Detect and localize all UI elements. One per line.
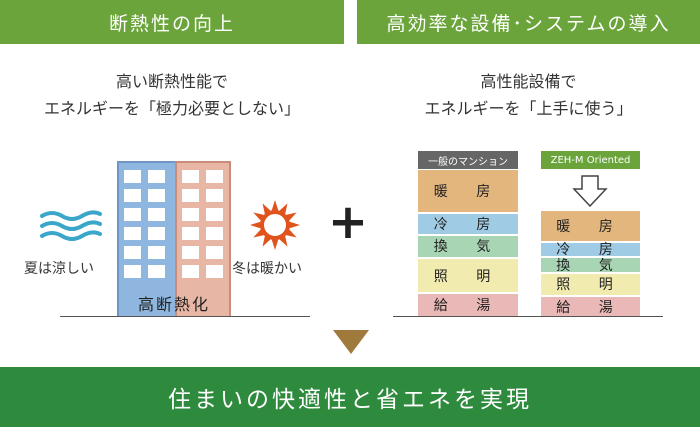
energy-bar: 換 気 [418, 235, 518, 258]
sun-ray [262, 236, 271, 247]
energy-bar: 暖 房 [541, 211, 640, 241]
right-subtitle-line1: 高性能設備で [480, 72, 577, 91]
right-subtitle: 高性能設備で エネルギーを「上手に使う」 [357, 68, 700, 122]
energy-bar: 冷 房 [418, 213, 518, 234]
result-arrow-icon [333, 330, 369, 354]
sun-icon [250, 200, 300, 250]
building-window [182, 227, 199, 240]
left-subtitle-line1: 高い断熱性能で [115, 72, 228, 91]
building-window [148, 189, 165, 202]
energy-bar: 冷 房 [541, 242, 640, 258]
left-subtitle-line2: エネルギーを「極力必要としない」 [43, 99, 300, 118]
building-label: 高断熱化 [137, 295, 210, 314]
left-subtitle: 高い断熱性能で エネルギーを「極力必要としない」 [0, 68, 344, 122]
building-window [124, 189, 141, 202]
right-section-header: 高効率な設備･システムの導入 [357, 0, 700, 44]
building-window [206, 227, 223, 240]
building-window [206, 170, 223, 183]
left-section-header: 断熱性の向上 [0, 0, 344, 44]
building-window [182, 170, 199, 183]
building-window [124, 246, 141, 259]
building-window [124, 227, 141, 240]
left-ground-line [60, 316, 310, 317]
building-window [148, 246, 165, 259]
building-window [206, 189, 223, 202]
building-window [124, 265, 141, 278]
energy-bar: 給 湯 [541, 297, 640, 316]
building-window [124, 208, 141, 221]
right-ground-line [393, 316, 663, 317]
plus-sign: + [327, 194, 369, 250]
building-window [182, 208, 199, 221]
building-window [148, 265, 165, 278]
building-window [206, 208, 223, 221]
building-window [182, 189, 199, 202]
sun-ray [250, 221, 261, 229]
left-header-text: 断熱性の向上 [108, 12, 235, 35]
zeh-tag: ZEH-M Oriented [541, 151, 640, 169]
warm-label: 冬は暖かい [232, 261, 302, 277]
sun-ray [253, 229, 264, 238]
building-window [148, 227, 165, 240]
sun-ray [286, 212, 297, 221]
building-window [148, 208, 165, 221]
bottom-banner: 住まいの快適性と省エネを実現 [0, 367, 700, 427]
building-window [182, 265, 199, 278]
energy-bar: 照 明 [418, 259, 518, 293]
energy-bar: 給 湯 [418, 294, 518, 316]
energy-bar: 照 明 [541, 273, 640, 296]
energy-bar: 換 気 [541, 258, 640, 274]
energy-bar: 暖 房 [418, 170, 518, 212]
sun-ray [262, 203, 271, 214]
cool-wind-icon [40, 210, 102, 241]
sun-ray [271, 200, 279, 211]
typical-condo-tag: 一般のマンション [418, 151, 518, 169]
building-window [206, 265, 223, 278]
sun-ray [289, 221, 300, 229]
building-window [182, 246, 199, 259]
cool-label: 夏は涼しい [24, 261, 94, 277]
sun-ray [286, 229, 297, 238]
building-window [124, 170, 141, 183]
bottom-banner-text: 住まいの快適性と省エネを実現 [168, 387, 532, 413]
right-header-text: 高効率な設備･システムの導入 [386, 12, 671, 35]
building-window [206, 246, 223, 259]
building-window [148, 170, 165, 183]
down-arrow-icon [572, 175, 608, 207]
right-subtitle-line2: エネルギーを「上手に使う」 [424, 99, 633, 118]
sun-ray [279, 236, 288, 247]
sun-ray [253, 212, 264, 221]
sun-ray [279, 203, 288, 214]
sun-ray [271, 239, 279, 250]
